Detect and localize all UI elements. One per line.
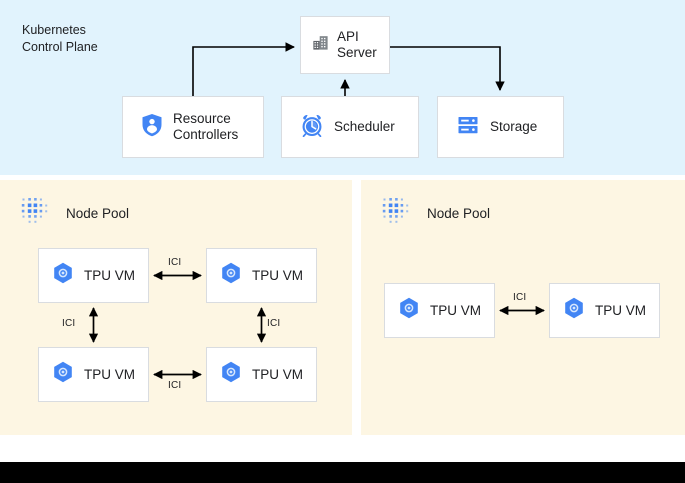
api-server-label: API Server [337,29,377,60]
tpu-hexagon-icon [53,262,73,289]
tpu-hexagon-icon [221,361,241,388]
vm-box[interactable]: TPU VM [206,347,317,402]
node-pool-right-header: Node Pool [379,194,490,233]
node-resource-controllers[interactable]: Resource Controllers [122,96,264,158]
vm-label: TPU VM [252,367,304,382]
node-pool-right-title: Node Pool [427,206,491,221]
tpu-hexagon-icon [399,297,419,324]
tpu-hexagon-icon [564,297,584,324]
tpu-hexagon-icon [53,361,73,388]
node-pool-left-header: Node Pool [18,194,129,233]
server-stack-icon [456,113,480,142]
alarm-clock-icon [300,113,324,142]
vm-label: TPU VM [84,268,136,283]
vm-box[interactable]: TPU VM [38,347,149,402]
dot-grid-icon [18,194,52,233]
ici-label-a-c: ICI [62,318,76,329]
vm-label: TPU VM [252,268,304,283]
vm-box[interactable]: TPU VM [38,248,149,303]
vm-box[interactable]: TPU VM [384,283,495,338]
node-scheduler[interactable]: Scheduler [281,96,419,158]
building-icon [311,33,330,57]
shield-user-icon [141,113,163,142]
node-pool-right: Node Pool ICI TPU VM [361,180,685,435]
bottom-bar [0,462,685,483]
node-api-server[interactable]: API Server [300,16,390,74]
storage-label: Storage [490,119,538,134]
node-storage[interactable]: Storage [437,96,564,158]
ici-label-e-f: ICI [513,292,527,303]
node-pool-left: Node Pool ICI ICI ICI ICI [0,180,352,435]
vm-box[interactable]: TPU VM [549,283,660,338]
scheduler-label: Scheduler [334,119,395,134]
vm-label: TPU VM [430,303,482,318]
dot-grid-icon [379,194,413,233]
node-pool-left-title: Node Pool [66,206,130,221]
vm-label: TPU VM [595,303,647,318]
vm-box[interactable]: TPU VM [206,248,317,303]
ici-label-b-d: ICI [267,318,281,329]
tpu-hexagon-icon [221,262,241,289]
ici-label-c-d: ICI [168,380,182,391]
ici-label-a-b: ICI [168,257,182,268]
vm-label: TPU VM [84,367,136,382]
resource-controllers-label: Resource Controllers [173,111,239,142]
control-plane-title: Kubernetes Control Plane [22,23,98,54]
